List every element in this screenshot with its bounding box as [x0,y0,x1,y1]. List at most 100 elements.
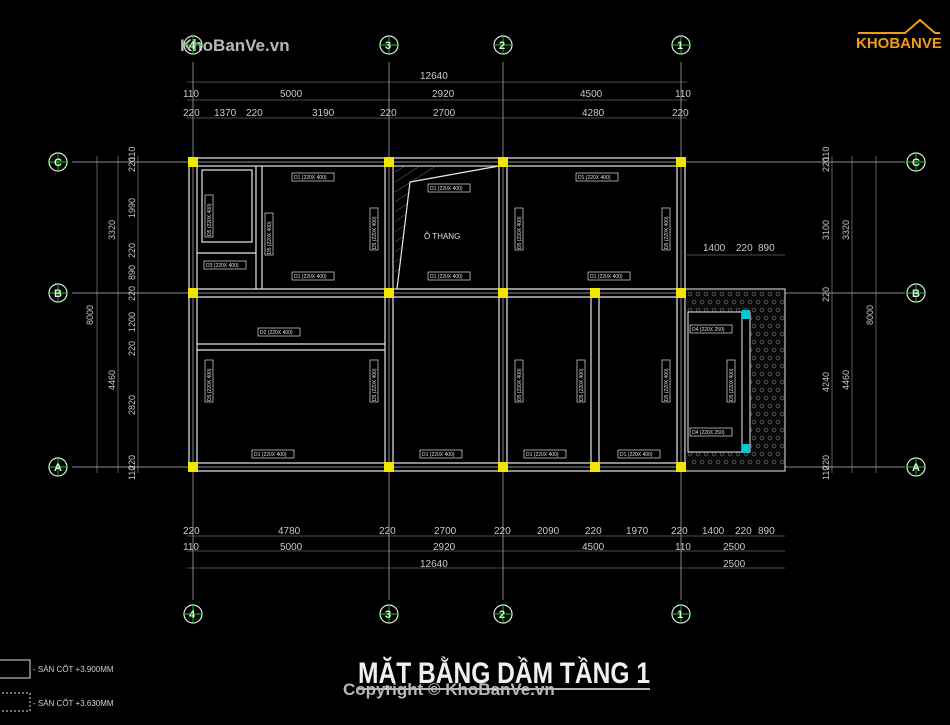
balcony-dot [759,387,765,393]
columns [188,157,686,472]
dim-left-s2-6: 1200 [127,312,137,332]
beam-tag-d1-5: D1 (220X 400) [430,274,463,280]
balcony-dot [779,443,785,449]
balcony-dot [779,299,785,305]
balcony-dot [759,355,765,361]
axis-label-top-3: 3 [385,40,391,52]
balcony-dot [767,419,773,425]
dim-left-s2-10: 110 [127,466,137,480]
balcony-dot [775,371,781,377]
beam-tag-d1-3: D1 (220X 400) [430,186,463,192]
balcony-dot [763,331,769,337]
dim-bot-r1-4: 220 [494,526,511,537]
axis-bubbles-right: C B A [906,152,926,477]
balcony-dot [771,331,777,337]
axis-label-right-b: B [912,288,920,300]
dim-right-s2-0: 110 [821,147,831,161]
balcony-dot [771,411,777,417]
balcony-dot [751,435,757,441]
balcony-dot [759,419,765,425]
balcony-dot [751,323,757,329]
axis-label-bottom-4: 4 [189,609,196,621]
balcony-dot [755,315,761,321]
balcony-dot [779,395,785,401]
dim-bot-r2-5: 2500 [723,542,746,553]
dim-top-r2-3: 4500 [580,89,603,100]
dim-right-s2-3: 220 [821,287,831,302]
balcony-dot [751,355,757,361]
balcony-dot [775,339,781,345]
balcony-dot [763,411,769,417]
balcony-dot [755,379,761,385]
dim-bot-right-overall: 2500 [723,559,746,570]
balcony-dot [739,459,745,465]
balcony-dot [707,299,713,305]
balcony-dot [763,379,769,385]
axis-bubbles-bottom: 4 3 2 1 [183,604,691,624]
balcony-dot [779,331,785,337]
balcony-dot [767,323,773,329]
balcony-dot [771,395,777,401]
dimensions-right: 110 220 3100 220 4240 220 110 3320 4460 … [821,147,877,480]
balcony-dot [767,387,773,393]
balcony-dot [763,363,769,369]
balcony-dot [747,459,753,465]
dim-left-overall: 8000 [85,305,95,325]
balcony-dot [715,459,721,465]
beam-tag-v-9: D5 (220X 400) [579,368,585,401]
dimensions-top: 12640 110 5000 2920 4500 110 220 1370 22… [183,71,691,119]
dim-bot-r1-11: 890 [758,526,775,537]
dim-right-overall: 8000 [865,305,875,325]
beam-tag-d2: D2 (220X 400) [260,330,293,336]
dim-bot-r2-0: 110 [183,542,199,553]
balcony-dot [779,411,785,417]
beam-tag-d1-6: D1 (220X 400) [590,274,623,280]
balcony-dot [751,403,757,409]
balcony-dot [767,291,773,297]
dim-bot-r1-7: 1970 [626,526,649,537]
copyright-text: Copyright © KhoBanVe.vn [343,680,555,699]
balcony-dot [755,363,761,369]
beam-tag-d1-10: D1 (220X 400) [620,452,653,458]
dim-left-s2-0: 110 [127,147,137,161]
balcony-dot [763,315,769,321]
axis-label-right-a: A [912,462,920,474]
balcony-dot [779,363,785,369]
dim-right-s2-6: 110 [821,466,831,480]
dim-bot-r1-8: 220 [671,526,688,537]
dim-top-r3-2: 220 [246,108,263,119]
balcony-dot [731,299,737,305]
dimensions-balcony: 1400 220 890 [687,243,785,256]
balcony-dot [759,451,765,457]
beam-tag-v-7: D5 (220X 400) [372,368,378,401]
balcony-dot [775,403,781,409]
dimensions-left: 8000 3320 4460 110 220 1990 220 890 220 … [85,147,139,480]
dim-left-s1-0: 3320 [107,220,117,240]
balcony-dot [751,291,757,297]
axis-label-bottom-2: 2 [499,609,505,621]
beam-tag-v-1: D5 (220X 400) [207,203,213,236]
balcony-dot [739,299,745,305]
balcony-dot [751,307,757,313]
balcony-dot [775,307,781,313]
balcony-dot [775,323,781,329]
beam-tag-v-10: D5 (220X 400) [664,368,670,401]
balcony-dot [779,379,785,385]
balcony-dot [771,347,777,353]
balcony-corner-top [742,310,750,319]
dimensions-bottom: 220 4780 220 2700 220 2090 220 1970 220 … [183,526,785,570]
dim-bot-r1-6: 220 [585,526,602,537]
balcony-dot [775,451,781,457]
balcony-dot [771,315,777,321]
beam-tag-d3: D3 (220X 400) [206,263,239,269]
balcony-dot [715,299,721,305]
balcony-dot [755,459,761,465]
balcony-dot [767,307,773,313]
balcony-dot [687,291,693,297]
balcony-dot [735,291,741,297]
balcony-dot [763,459,769,465]
dim-bot-r1-9: 1400 [702,526,725,537]
axis-label-bottom-3: 3 [385,609,391,621]
dim-bot-r1-5: 2090 [537,526,560,537]
balcony-dot [751,371,757,377]
